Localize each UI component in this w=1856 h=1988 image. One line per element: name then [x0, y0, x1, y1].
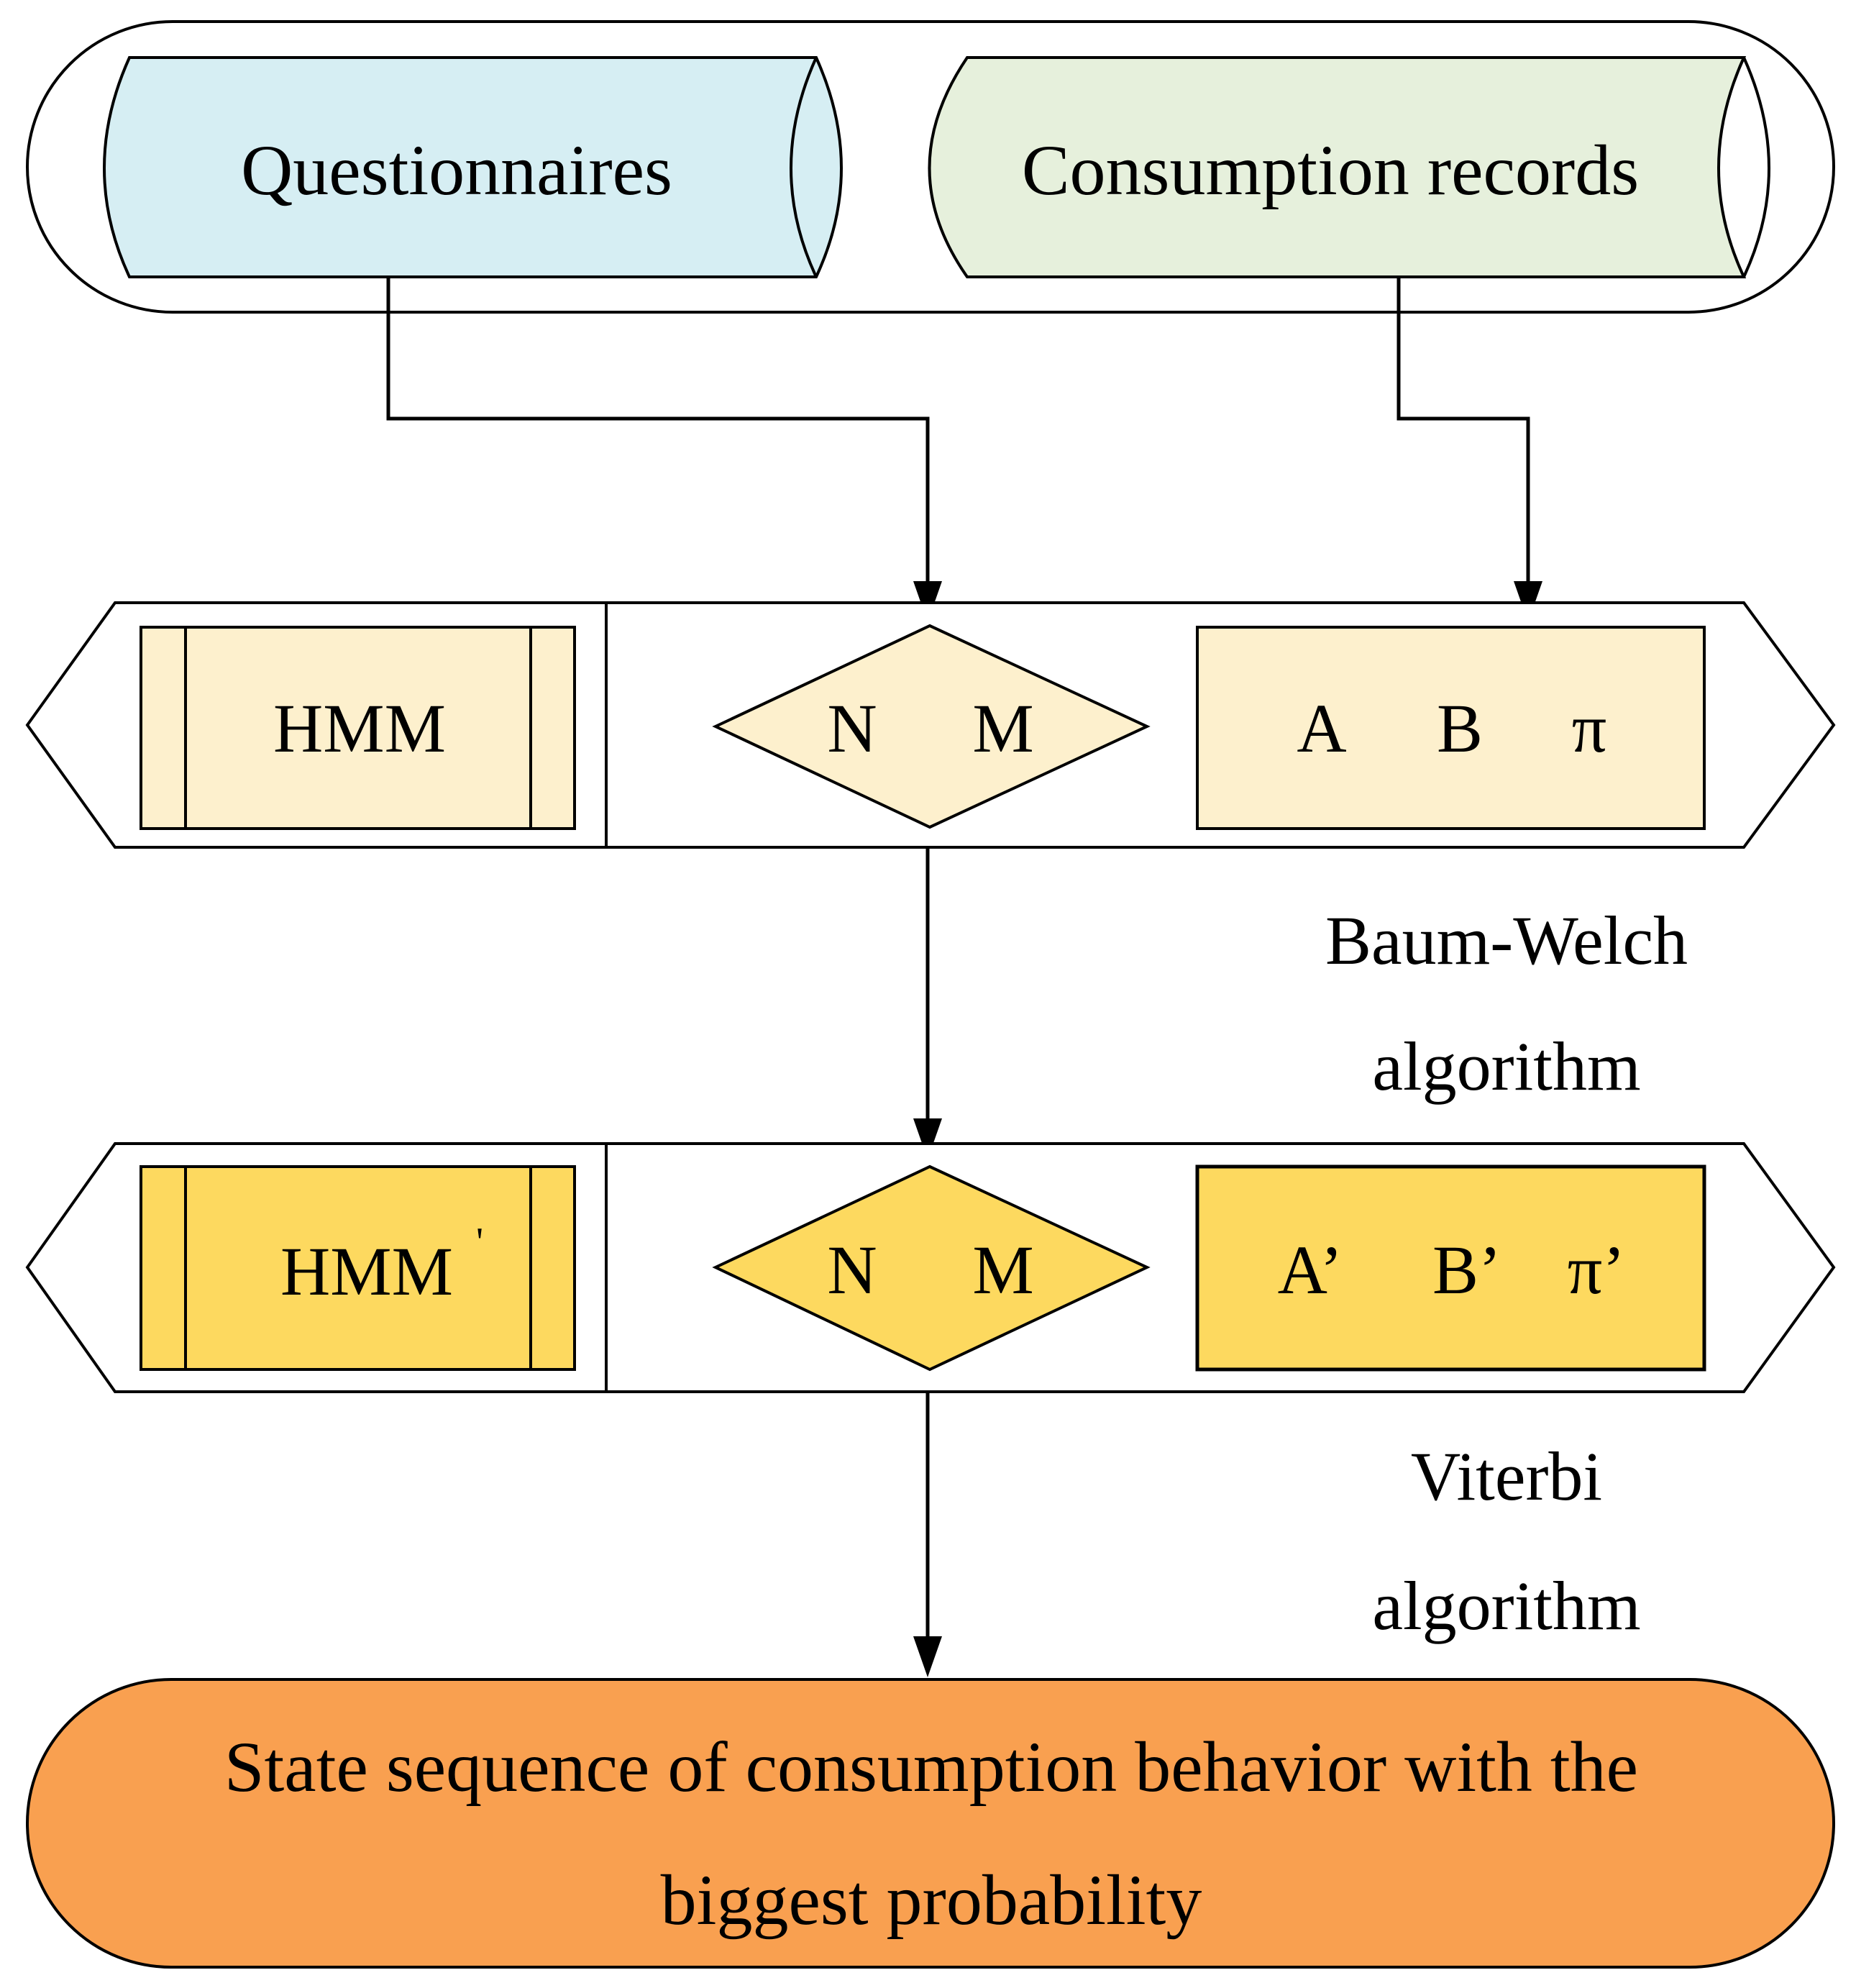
hmm-label: HMM [273, 690, 446, 767]
hmm-prime-label: HMM [280, 1233, 453, 1310]
consumption-records-inner-curve [1742, 57, 1770, 278]
abpi-box [1196, 626, 1706, 830]
questionnaires-label: Questionnaires [241, 130, 672, 210]
b-label: B [1437, 690, 1483, 767]
questionnaires-node: Questionnaires [103, 56, 843, 278]
consumption-records-node: Consumption records [928, 56, 1770, 278]
b-prime-label: B’ [1432, 1231, 1501, 1308]
pi-label: π [1572, 690, 1606, 767]
connector-questionnaires [386, 277, 930, 581]
result-shape [26, 1678, 1835, 1969]
connector-consumption-records [1396, 277, 1530, 581]
baum-welch-label: Baum-Welch [1325, 902, 1688, 979]
n-prime-label: N [827, 1231, 877, 1308]
arrowhead-viterbi [913, 1636, 942, 1677]
nm-prime-diamond [712, 1164, 1151, 1372]
questionnaires-inner-curve [790, 57, 818, 278]
result-node: State sequence of consumption behavior w… [26, 1678, 1835, 1969]
nm-diamond [712, 624, 1151, 829]
m-prime-label: M [972, 1231, 1033, 1308]
result-label-line-1: State sequence of consumption behavior w… [224, 1727, 1638, 1807]
n-label: N [827, 690, 877, 767]
hmm-prime-box [140, 1165, 576, 1371]
hmm-prime-mark: ' [476, 1220, 483, 1264]
abpi-prime-box [1195, 1164, 1706, 1372]
hmm-box [140, 626, 576, 830]
viterbi-algorithm-label: algorithm [1372, 1567, 1640, 1644]
m-label: M [972, 690, 1033, 767]
viterbi-label: Viterbi [1411, 1438, 1602, 1515]
baum-welch-algorithm-label: algorithm [1372, 1028, 1640, 1105]
result-label-line-2: biggest probability [661, 1860, 1202, 1940]
arrowhead-baum-welch [913, 1118, 942, 1159]
consumption-records-label: Consumption records [1022, 130, 1639, 210]
a-prime-label: A’ [1278, 1231, 1343, 1308]
trained-model-band: HMM ' N M A’ B’ π’ [25, 1142, 1836, 1393]
a-label: A [1297, 690, 1346, 767]
initial-model-band: HMM N M A B π [25, 601, 1836, 849]
pi-prime-label: π’ [1568, 1231, 1625, 1308]
